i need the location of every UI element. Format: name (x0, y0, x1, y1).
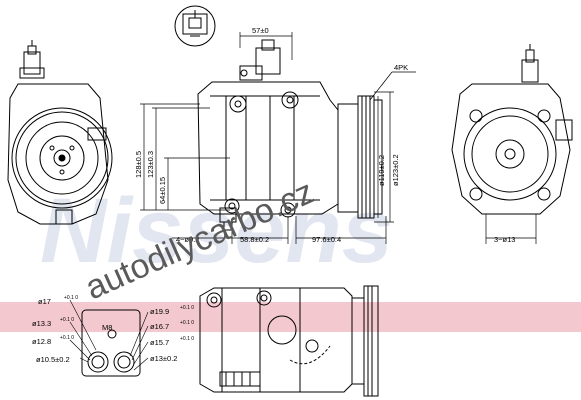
port-label-l3: ø12.8 (32, 337, 51, 346)
dim-height-mid: 123±0.3 (146, 151, 155, 178)
front-view (7, 40, 113, 225)
bottom-view (199, 285, 379, 397)
tol-l2: +0.1 0 (60, 317, 74, 323)
port-label-r2: ø16.7 (150, 322, 169, 331)
dim-height-low: 64±0.15 (158, 177, 167, 204)
tol-l1: +0.1 0 (64, 295, 78, 301)
port-label-r1: ø19.9 (150, 307, 169, 316)
watermark-band (0, 302, 581, 332)
dim-right-mount: 3~ø13 (494, 235, 515, 244)
dim-belt: 4PK (394, 63, 408, 72)
side-view (197, 39, 383, 231)
dim-width-c: 97.6±0.4 (312, 235, 341, 244)
port-label-r3: ø15.7 (150, 338, 169, 347)
port-label-l4: ø10.5±0.2 (36, 355, 70, 364)
dim-pulley-inner: ø123±0.2 (391, 154, 400, 186)
tol-l3: +0.1 0 (60, 335, 74, 341)
tol-r2: +0.1 0 (180, 320, 194, 326)
dim-height-total: 128±0.5 (134, 151, 143, 178)
tol-r3: +0.1 0 (180, 336, 194, 342)
rear-view (451, 44, 573, 244)
port-label-l2: ø13.3 (32, 319, 51, 328)
watermark-brand: Nissens (40, 180, 393, 282)
port-detail (69, 299, 149, 377)
port-label-m8: M8 (102, 323, 112, 332)
tol-r1: +0.1 0 (180, 305, 194, 311)
dim-width-a: 4~ø9.2 (176, 235, 200, 244)
dim-width-b: 58.8±0.2 (240, 235, 269, 244)
port-label-r4: ø13±0.2 (150, 354, 177, 363)
dim-top-width: 57±0 (252, 26, 269, 35)
side-view-dimensions (140, 32, 416, 244)
dim-pulley-outer: ø119±0.2 (377, 155, 386, 186)
port-label-l1: ø17 (38, 297, 51, 306)
connector-detail (174, 5, 216, 47)
